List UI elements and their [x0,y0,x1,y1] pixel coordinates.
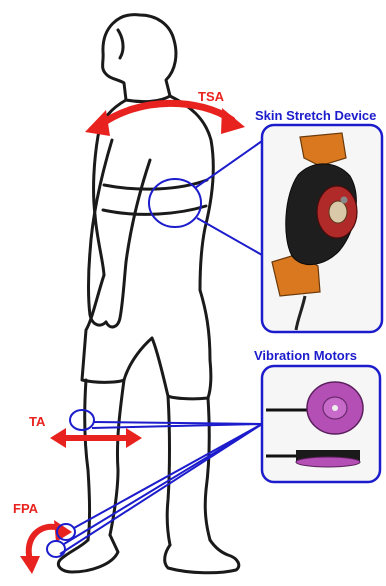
tsa-arrow [85,103,245,136]
label-skin-stretch-device: Skin Stretch Device [255,108,376,123]
label-tsa: TSA [198,89,225,104]
label-vibration-motors: Vibration Motors [254,348,357,363]
vibration-motors-image [262,366,380,482]
label-ta: TA [29,414,46,429]
label-fpa: FPA [13,501,39,516]
skin-stretch-device-image [262,125,382,332]
skin-stretch-callout [149,141,262,255]
vibration-callout [47,410,262,557]
ta-arrow [50,428,142,448]
